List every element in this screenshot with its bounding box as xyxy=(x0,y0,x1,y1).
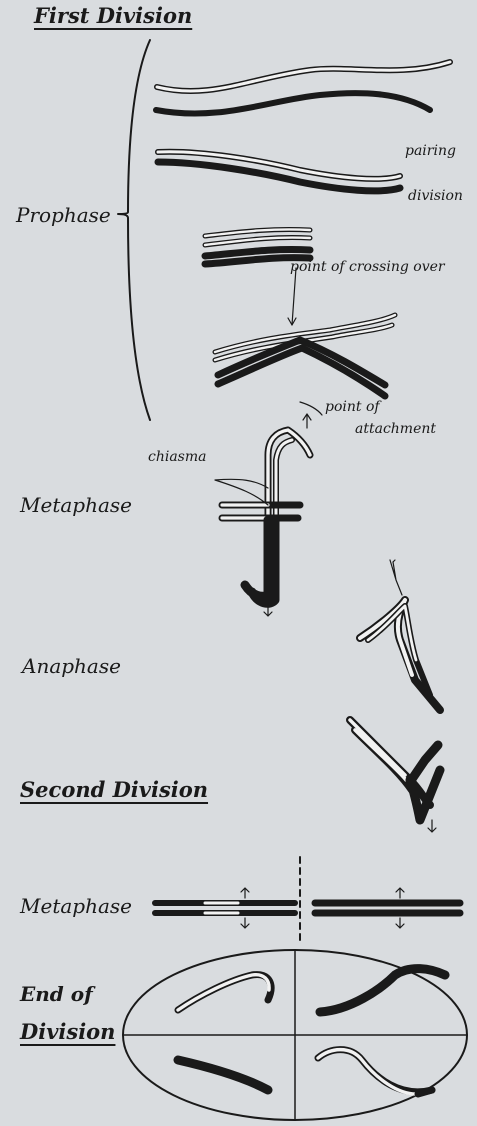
division-annotation: division xyxy=(408,188,463,204)
crossing-pointer xyxy=(292,268,296,325)
crossing-over-annotation: point of crossing over xyxy=(290,259,445,275)
attachment-pointer xyxy=(300,402,322,415)
attachment-annotation-line1: point of xyxy=(325,399,380,415)
chromosome-pair-division xyxy=(158,152,400,191)
daughter-chromosome-bottom-right xyxy=(318,1050,432,1094)
prophase-label: Prophase xyxy=(16,203,111,227)
chromosome-metaphase xyxy=(222,430,310,603)
daughter-chromosome-bottom-left xyxy=(178,1060,268,1090)
daughter-chromosome-top-right xyxy=(320,969,445,1012)
chiasma-annotation: chiasma xyxy=(148,449,207,465)
anaphase-label: Anaphase xyxy=(22,654,121,678)
attachment-annotation-line2: attachment xyxy=(355,421,436,437)
chiasma-pointer xyxy=(215,479,268,505)
second-division-heading: Second Division xyxy=(20,777,208,802)
chromosome-second-metaphase-right xyxy=(315,888,460,928)
metaphase-label: Metaphase xyxy=(20,493,132,517)
chromosome-pair-pairing xyxy=(156,62,450,114)
daughter-chromosome-top-left xyxy=(178,975,271,1010)
first-division-brace xyxy=(118,40,150,420)
chromosome-anaphase xyxy=(350,560,440,820)
chromosome-second-metaphase-left xyxy=(155,888,295,928)
chromosome-pair-cross xyxy=(215,315,395,396)
first-division-heading: First Division xyxy=(34,3,192,28)
pairing-annotation: pairing xyxy=(405,143,456,159)
end-of-division-label-line1: End of xyxy=(20,982,93,1006)
end-of-division-label-line2: Division xyxy=(20,1019,115,1044)
metaphase-2-label: Metaphase xyxy=(20,894,132,918)
